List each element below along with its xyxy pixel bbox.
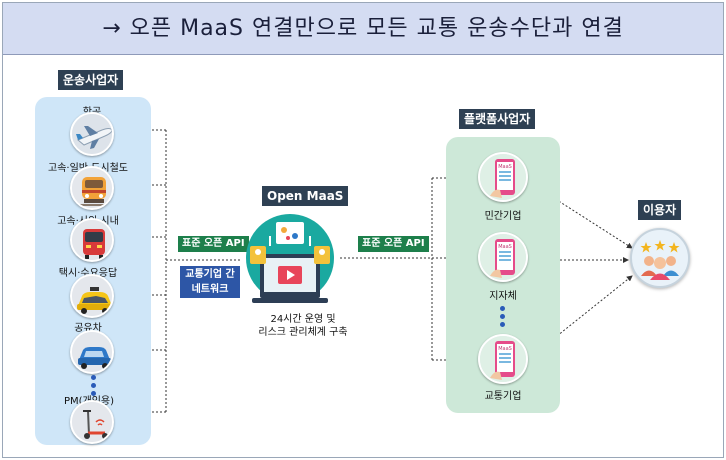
taxi-icon	[70, 274, 114, 318]
phone-text: MaaS	[498, 346, 512, 352]
open-maas-caption-line2: 리스크 관리체계 구축	[258, 327, 348, 338]
train-icon	[70, 166, 114, 210]
airplane-icon	[70, 112, 114, 156]
right-api-tag: 표준 오픈 API	[358, 236, 429, 252]
header-title: → 오픈 MaaS 연결만으로 모든 교통 운송수단과 연결	[102, 16, 624, 41]
smartphone-icon: MaaS	[478, 334, 528, 384]
smartphone-icon: MaaS	[478, 152, 528, 202]
platform-caption-local-gov: 지자체	[489, 291, 517, 302]
bus-icon	[70, 218, 114, 262]
header-bar: → 오픈 MaaS 연결만으로 모든 교통 운송수단과 연결	[3, 3, 723, 55]
platform-caption-private: 민간기업	[484, 211, 522, 222]
provider-caption-taxi: 택시·수요응답	[50, 268, 126, 280]
provider-caption-car: 공유차	[74, 323, 102, 334]
phone-text: MaaS	[498, 164, 512, 170]
users-rating-icon	[630, 228, 690, 288]
open-maas-label: Open MaaS	[262, 186, 349, 206]
provider-label: 운송사업자	[58, 70, 124, 90]
phone-text: MaaS	[498, 244, 512, 250]
open-maas-caption-line1: 24시간 운영 및	[270, 314, 336, 325]
platform-more-dots	[500, 306, 506, 330]
platform-label: 플랫폼사업자	[459, 109, 536, 129]
left-api-tag: 표준 오픈 API	[178, 236, 249, 252]
network-line1: 교통기업 간	[185, 269, 235, 280]
open-maas-monitor-icon	[246, 214, 334, 303]
open-maas-caption: 24시간 운영 및 리스크 관리체계 구축	[254, 313, 352, 339]
network-tag: 교통기업 간 네트워크	[180, 266, 240, 298]
platform-caption-transit-co: 교통기업	[484, 391, 522, 402]
network-line2: 네트워크	[191, 284, 229, 295]
provider-more-dots	[91, 375, 97, 399]
smartphone-icon: MaaS	[478, 232, 528, 282]
kick-scooter-icon	[70, 400, 114, 444]
user-label: 이용자	[638, 200, 682, 220]
car-icon	[70, 330, 114, 374]
